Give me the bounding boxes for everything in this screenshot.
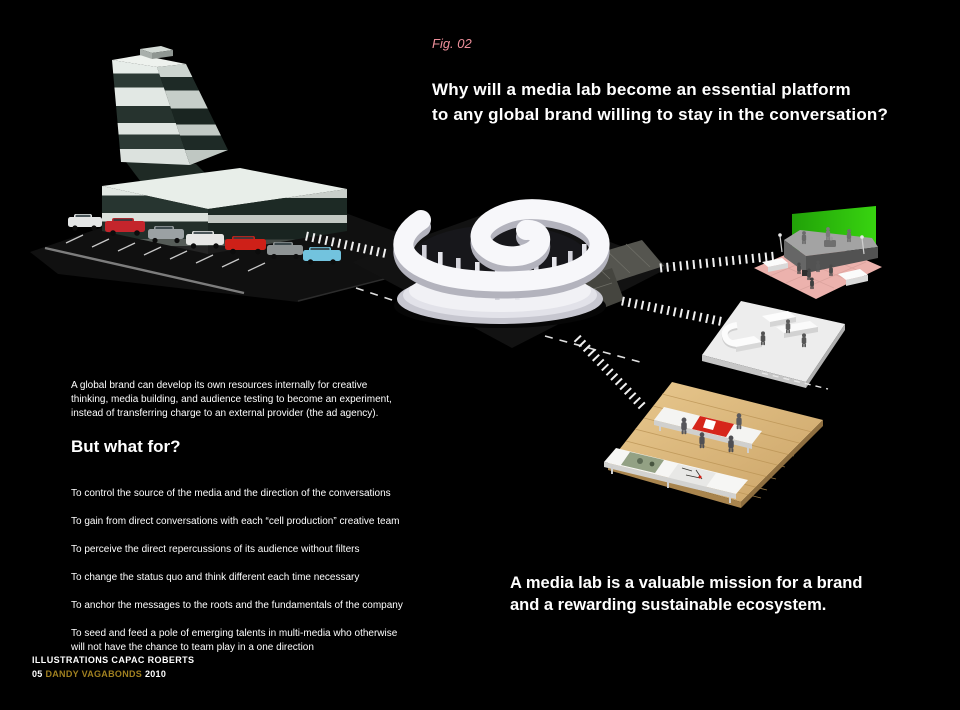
road-dash-lines	[355, 287, 641, 363]
office-building-illustration	[30, 46, 466, 302]
car-white-2	[186, 231, 224, 249]
connector-paths	[305, 231, 777, 413]
reasons-list: To control the source of the media and t…	[71, 473, 403, 669]
reason-item: To control the source of the media and t…	[71, 488, 391, 499]
edition-year: 2010	[144, 669, 167, 679]
credits-line: ILLUSTRATIONS CAPAC ROBERTS	[32, 655, 195, 665]
spiral-roof	[393, 199, 610, 299]
office-tower	[112, 46, 228, 165]
subheading: But what for?	[71, 437, 181, 456]
car-red-2	[225, 236, 266, 255]
studio-platform-illustration	[702, 301, 845, 388]
reason-item: To gain from direct conversations with e…	[71, 516, 400, 527]
edition-number: 05	[32, 669, 43, 679]
parked-cars	[68, 214, 341, 265]
drum-kit	[824, 236, 836, 247]
connector-lab-to-studio	[621, 296, 725, 327]
studio-edge-left	[702, 355, 806, 388]
reason-item: To change the status quo and think diffe…	[71, 572, 360, 583]
camera-rig	[802, 270, 810, 276]
headline: Why will a media lab become an essential…	[432, 80, 889, 124]
reason-item: To seed and feed a pole of emerging tale…	[71, 628, 398, 653]
media-lab-plaza	[352, 199, 672, 363]
wood-edge-right	[741, 420, 823, 508]
car-red-1	[105, 218, 145, 236]
stage-lamps	[778, 233, 865, 255]
car-grey-2	[267, 242, 303, 260]
brand-name: DANDY VAGABONDS	[45, 669, 143, 679]
figure-label: Fig. 02	[432, 36, 472, 51]
map-artwork	[668, 464, 716, 487]
reason-item: To anchor the messages to the roots and …	[71, 600, 403, 611]
connector-hq-to-lab	[305, 231, 389, 259]
studio-desks	[728, 311, 818, 352]
road-dash	[761, 372, 829, 390]
curb-edge	[44, 246, 245, 295]
edition-line: 05 DANDY VAGABONDS 2010	[32, 669, 166, 679]
spiral-pavilion-illustration	[393, 199, 610, 328]
stage-platform-illustration	[754, 206, 882, 299]
car-grey-1	[148, 226, 184, 244]
studio-edge-right	[806, 324, 845, 388]
car-blue-1	[303, 247, 341, 265]
layout-table-front	[604, 448, 748, 503]
connector-lab-to-workshop	[573, 334, 649, 413]
car-white-1	[68, 214, 102, 231]
conclusion-statement: A media lab is a valuable mission for a …	[510, 574, 863, 614]
stage-side-tables	[762, 258, 868, 286]
stage-skirt-right	[806, 247, 878, 273]
parking-dividers	[65, 234, 266, 272]
workshop-platform-illustration	[604, 372, 829, 508]
reason-item: To perceive the direct repercussions of …	[71, 544, 360, 555]
intro-paragraph: A global brand can develop its own resou…	[71, 380, 392, 419]
